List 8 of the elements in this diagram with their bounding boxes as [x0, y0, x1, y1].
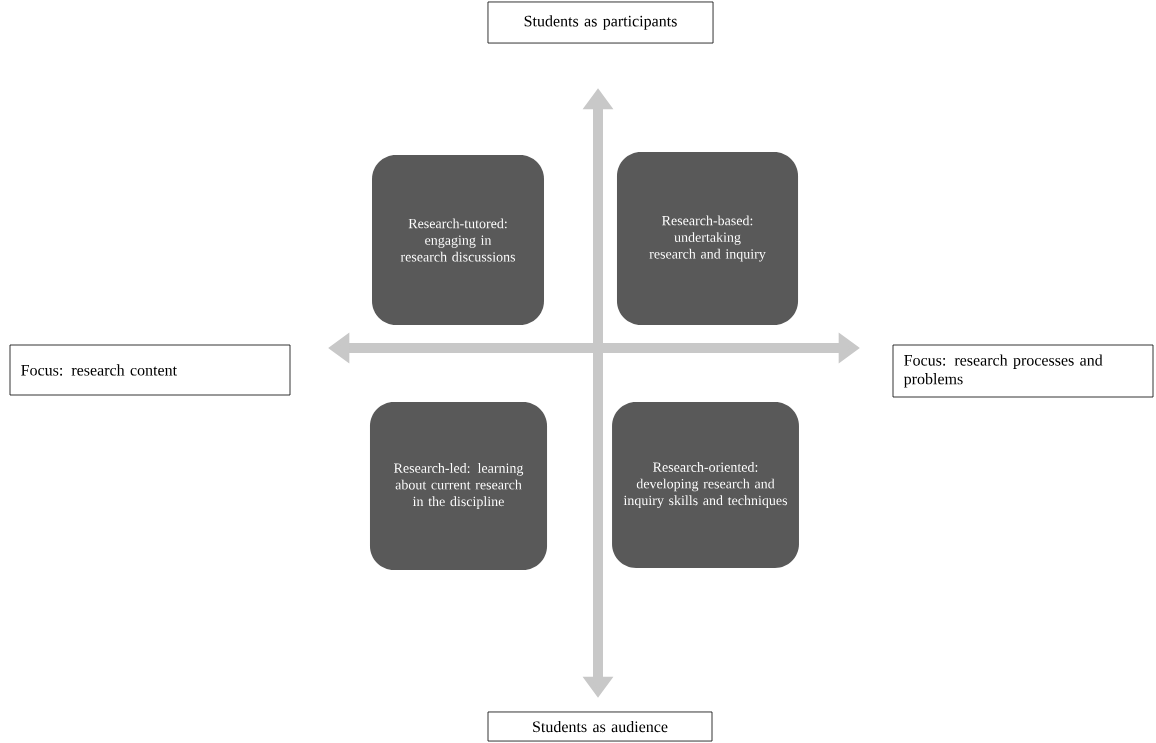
category-box: Research-based: undertaking research and inquiry — [617, 151, 799, 326]
axis-label-box: Students as audience — [487, 711, 713, 742]
category-box: Research-oriented: developing research and inquiry skills and techniques — [612, 402, 799, 568]
axis-label-box: Students as participants — [487, 1, 714, 44]
category-box: Research-tutored: engaging in research discussions — [372, 155, 544, 325]
axis-label-box: Focus: research content — [9, 344, 291, 396]
axis-label-box: Focus: research processes and problems — [892, 344, 1154, 398]
category-box: Research-led: learning about current research in the discipline — [369, 402, 548, 570]
